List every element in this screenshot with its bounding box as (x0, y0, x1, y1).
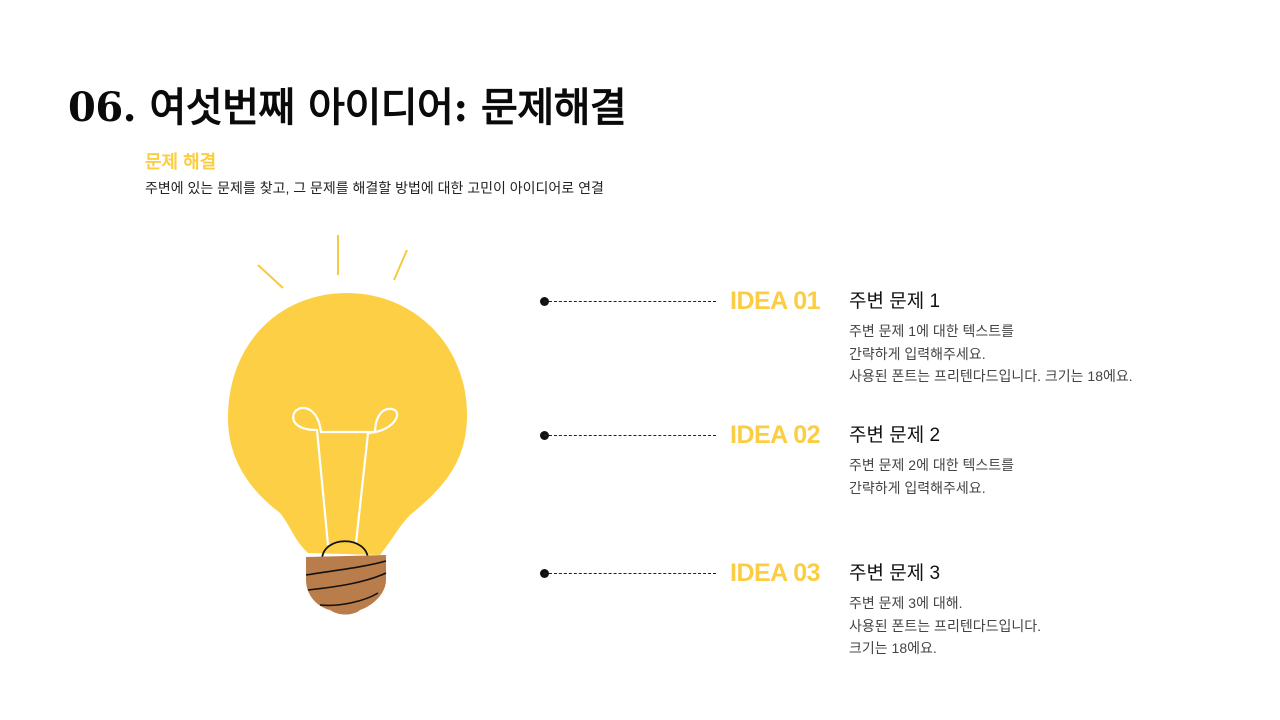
idea-label: IDEA 03 (730, 559, 821, 587)
dashed-connector (544, 435, 716, 436)
section-description: 주변에 있는 문제를 찾고, 그 문제를 해결할 방법에 대한 고민이 아이디어… (145, 180, 604, 196)
idea-line: 주변 문제 1에 대한 텍스트를 (849, 323, 1015, 339)
idea-label: IDEA 02 (730, 421, 821, 449)
lightbulb-icon (228, 235, 467, 615)
section-subtitle: 문제 해결 (145, 152, 217, 172)
idea-title: 주변 문제 1 (849, 291, 941, 312)
idea-line: 주변 문제 3에 대해. (849, 595, 963, 611)
page-title: 06. 여섯번째 아이디어: 문제해결 (68, 84, 627, 131)
idea-title: 주변 문제 3 (849, 563, 941, 584)
idea-line: 사용된 폰트는 프리텐다드입니다. (849, 617, 1041, 634)
idea-description: 주변 문제 1에 대한 텍스트를 간략하게 입력해주세요. 사용된 폰트는 프리… (849, 320, 1133, 388)
idea-description: 주변 문제 3에 대해. 사용된 폰트는 프리텐다드입니다. 크기는 18에요. (849, 592, 1041, 660)
dashed-connector (544, 573, 716, 574)
idea-line: 주변 문제 2에 대한 텍스트를 (849, 457, 1015, 473)
idea-description: 주변 문제 2에 대한 텍스트를 간략하게 입력해주세요. (849, 454, 1014, 499)
idea-line: 간략하게 입력해주세요. (849, 479, 986, 496)
dashed-connector (544, 301, 716, 302)
idea-line: 크기는 18에요. (849, 640, 937, 656)
idea-title: 주변 문제 2 (849, 425, 941, 446)
idea-label: IDEA 01 (730, 287, 821, 315)
idea-line: 사용된 폰트는 프리텐다드입니다. 크기는 18에요. (849, 368, 1133, 384)
idea-line: 간략하게 입력해주세요. (849, 345, 986, 362)
